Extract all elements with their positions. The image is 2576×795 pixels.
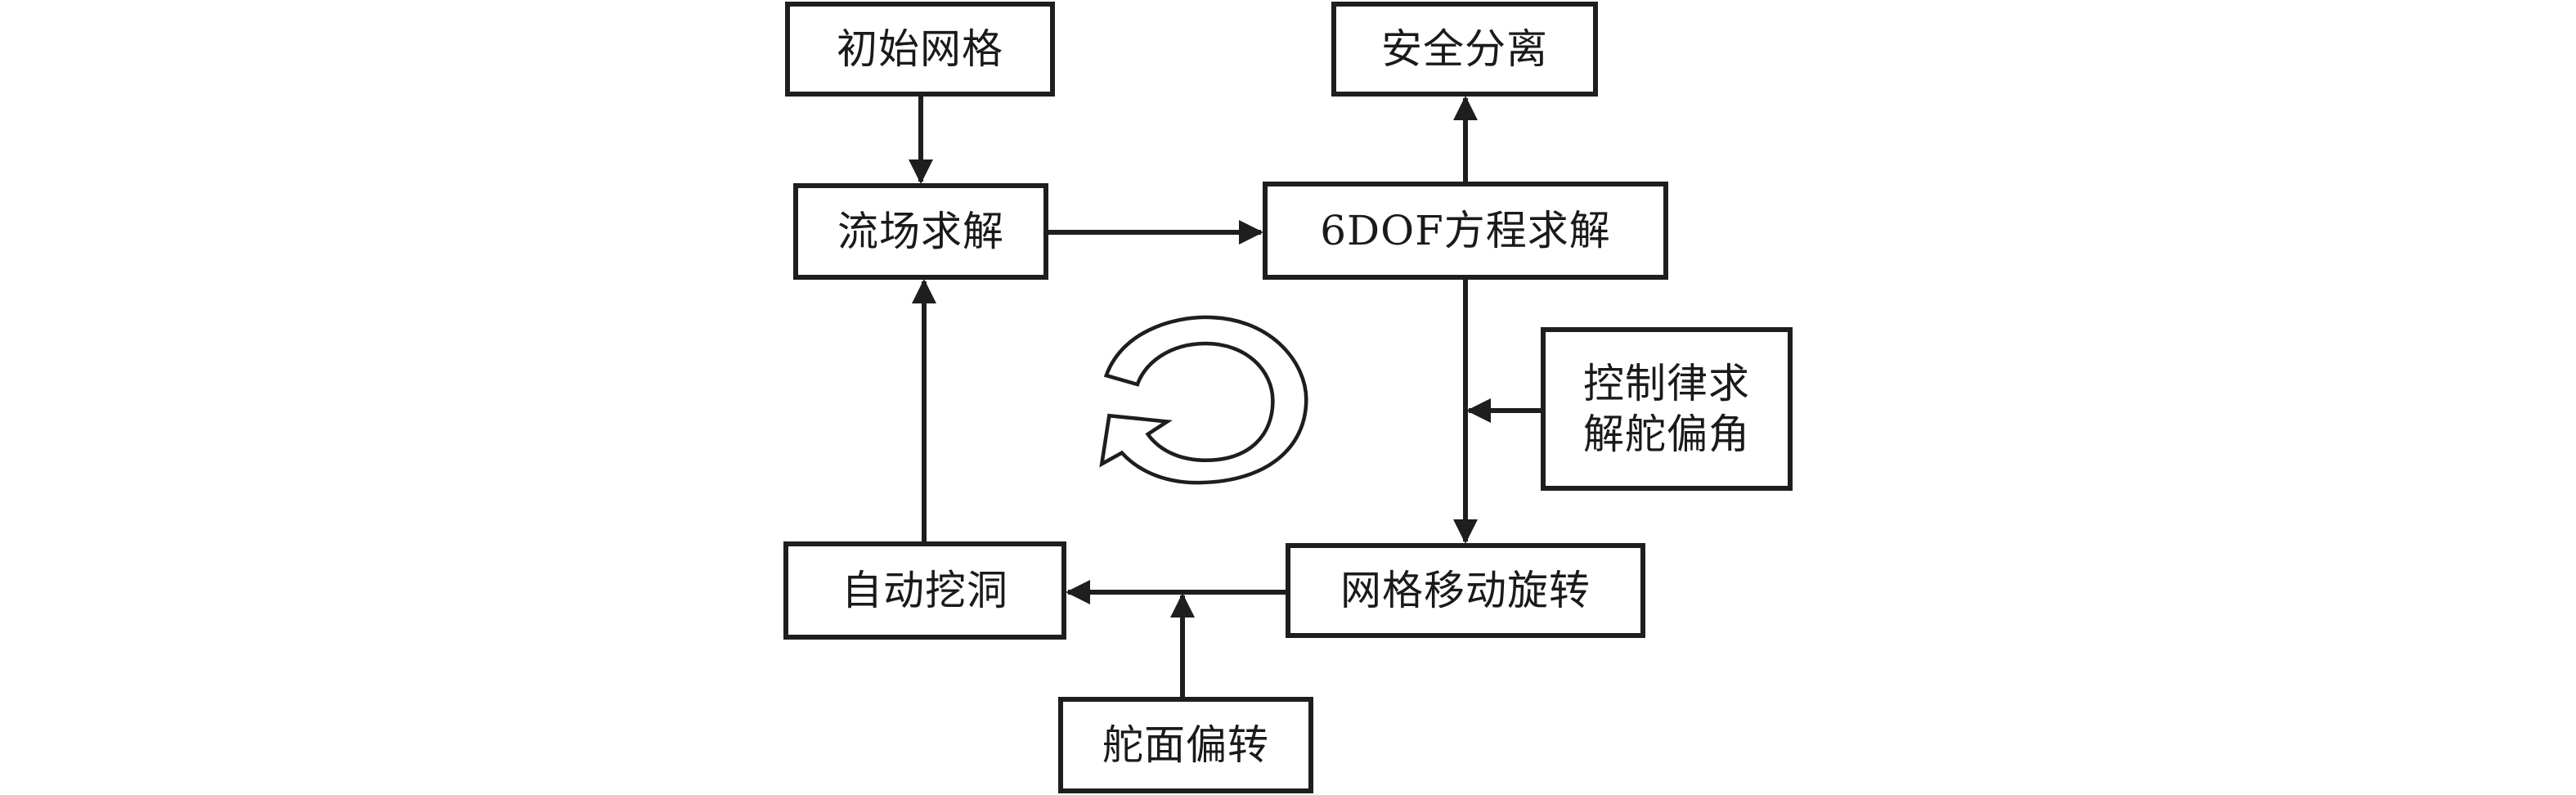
node-label: 初始网格: [837, 25, 1003, 73]
node-6dof-solve: 6DOF方程求解: [1263, 182, 1668, 280]
node-flow-solve: 流场求解: [793, 183, 1048, 280]
node-initial-mesh: 初始网格: [785, 2, 1055, 97]
node-rudder-deflection: 舵面偏转: [1058, 697, 1313, 793]
node-label: 6DOF方程求解: [1320, 207, 1611, 254]
node-label-line-1: 控制律求: [1583, 360, 1750, 407]
node-auto-hole-cutting: 自动挖洞: [783, 541, 1066, 640]
node-mesh-move-rotate: 网格移动旋转: [1286, 543, 1645, 638]
node-label: 安全分离: [1381, 25, 1548, 73]
node-label: 舵面偏转: [1102, 721, 1269, 769]
node-label-line-2: 解舵偏角: [1583, 411, 1750, 458]
node-control-law: 控制律求 解舵偏角: [1541, 327, 1793, 491]
node-safe-separation: 安全分离: [1331, 2, 1598, 97]
node-label: 网格移动旋转: [1340, 567, 1591, 614]
cycle-arrow-icon: [1099, 315, 1308, 485]
node-label: 流场求解: [837, 208, 1004, 255]
node-label: 自动挖洞: [841, 567, 1008, 614]
